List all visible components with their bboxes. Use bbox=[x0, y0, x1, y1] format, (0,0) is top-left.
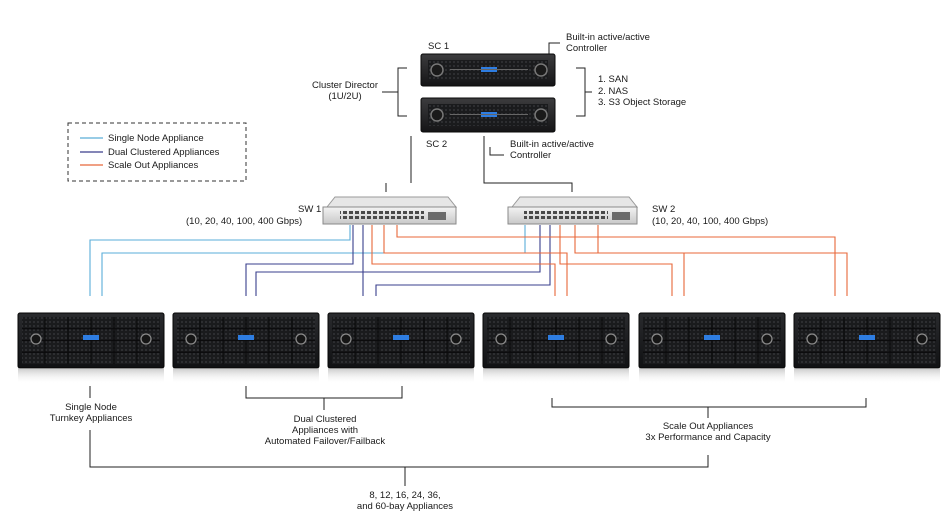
cluster-director-bracket bbox=[382, 67, 407, 117]
protocol-san: 1. SAN bbox=[598, 74, 629, 85]
single-node-label: Single Node Turnkey Appliances bbox=[49, 402, 133, 424]
controller-sc2 bbox=[420, 97, 556, 133]
appliance-reflection bbox=[18, 368, 164, 384]
protocols-bracket bbox=[576, 67, 592, 117]
controller-links bbox=[385, 136, 573, 192]
appliance-reflection bbox=[639, 368, 785, 384]
sc1-label: SC 1 bbox=[428, 41, 450, 52]
group-brackets bbox=[89, 386, 867, 486]
network-links bbox=[89, 225, 848, 296]
builtin-controller-label-top: Built-in active/active Controller bbox=[566, 32, 650, 54]
appliance-row bbox=[17, 312, 941, 384]
builtin-controller-label-bottom: Built-in active/active Controller bbox=[510, 139, 594, 161]
appliance-reflection bbox=[483, 368, 629, 384]
legend-scale-label: Scale Out Appliances bbox=[108, 160, 199, 171]
sw1-speeds: (10, 20, 40, 100, 400 Gbps) bbox=[186, 216, 303, 227]
controller-sc1 bbox=[420, 53, 556, 87]
sw2-speeds: (10, 20, 40, 100, 400 Gbps) bbox=[652, 216, 769, 227]
storage-appliance bbox=[793, 312, 941, 384]
storage-appliance bbox=[17, 312, 165, 384]
appliance-reflection bbox=[794, 368, 940, 384]
sw2-name: SW 2 bbox=[652, 204, 676, 215]
storage-appliance bbox=[482, 312, 630, 384]
sw1-name: SW 1 bbox=[298, 204, 322, 215]
scale-bracket bbox=[551, 398, 867, 408]
protocol-s3: 3. S3 Object Storage bbox=[598, 97, 687, 108]
scale-out-label: Scale Out Appliances 3x Performance and … bbox=[645, 421, 771, 443]
appliance-reflection bbox=[173, 368, 319, 384]
dual-bracket bbox=[245, 386, 403, 399]
cluster-director-label: Cluster Director (1U/2U) bbox=[312, 80, 378, 102]
legend-dual-label: Dual Clustered Appliances bbox=[108, 147, 220, 158]
storage-appliance bbox=[638, 312, 786, 384]
bays-bracket bbox=[89, 430, 709, 468]
legend-single-label: Single Node Appliance bbox=[108, 133, 204, 144]
builtin-pointers bbox=[489, 42, 560, 156]
switch-sw2 bbox=[507, 196, 639, 225]
storage-appliance bbox=[172, 312, 320, 384]
bay-options-label: 8, 12, 16, 24, 36, and 60-bay Appliances bbox=[356, 490, 454, 512]
storage-appliance bbox=[327, 312, 475, 384]
dual-clustered-label: Dual Clustered Appliances with Automated… bbox=[264, 414, 386, 447]
sc2-label: SC 2 bbox=[426, 139, 448, 150]
protocol-nas: 2. NAS bbox=[598, 86, 629, 97]
legend bbox=[67, 122, 247, 182]
switch-sw1 bbox=[322, 196, 458, 225]
appliance-reflection bbox=[328, 368, 474, 384]
